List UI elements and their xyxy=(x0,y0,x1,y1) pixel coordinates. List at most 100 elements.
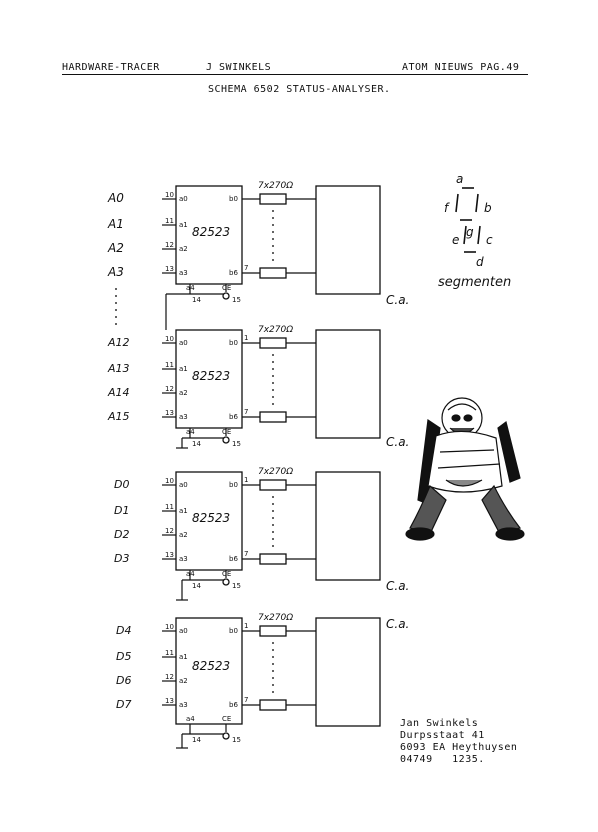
input-label: D2 xyxy=(114,528,129,541)
header-right: ATOM NIEUWS PAG.49 xyxy=(402,62,520,73)
header-author: J SWINKELS xyxy=(206,62,272,73)
svg-text:11: 11 xyxy=(165,503,174,511)
svg-text:11: 11 xyxy=(165,361,174,369)
svg-text:a0: a0 xyxy=(179,339,188,347)
chip-label: 82523 xyxy=(192,511,230,525)
input-label: A0 xyxy=(107,191,124,205)
svg-text:a0: a0 xyxy=(179,627,188,635)
svg-text:a4: a4 xyxy=(186,715,195,723)
svg-text:1: 1 xyxy=(244,476,248,484)
address-line: 6093 EA Heythuysen xyxy=(400,742,518,753)
input-label: D4 xyxy=(116,624,131,637)
cartoon-figure xyxy=(405,397,525,541)
svg-text:a3: a3 xyxy=(179,413,188,421)
input-label: D0 xyxy=(114,478,129,491)
svg-text:13: 13 xyxy=(165,409,174,417)
header-rule xyxy=(62,74,528,75)
svg-text:7: 7 xyxy=(244,550,248,558)
svg-text:15: 15 xyxy=(232,736,241,744)
decoder-chip xyxy=(175,329,243,429)
resistor xyxy=(259,193,287,205)
svg-text:11: 11 xyxy=(165,217,174,225)
resistor xyxy=(259,699,287,711)
svg-text:b0: b0 xyxy=(229,195,238,203)
decoder-chip xyxy=(175,617,243,725)
svg-text:7: 7 xyxy=(244,408,248,416)
svg-text:a2: a2 xyxy=(179,389,188,397)
svg-text:10: 10 xyxy=(165,623,174,631)
seven-segment-display xyxy=(315,471,381,581)
segment-d-label: d xyxy=(476,255,484,269)
page-title: SCHEMA 6502 STATUS-ANALYSER. xyxy=(208,84,391,95)
svg-text:10: 10 xyxy=(165,191,174,199)
svg-text:15: 15 xyxy=(232,296,241,304)
resistor xyxy=(259,267,287,279)
svg-text:12: 12 xyxy=(165,241,174,249)
svg-text:14: 14 xyxy=(192,440,201,448)
svg-text:7: 7 xyxy=(244,696,248,704)
svg-text:11: 11 xyxy=(165,649,174,657)
svg-text:12: 12 xyxy=(165,385,174,393)
svg-text:a3: a3 xyxy=(179,269,188,277)
output-label: C.a. xyxy=(386,579,409,593)
seven-segment-display xyxy=(315,185,381,295)
header-left: HARDWARE-TRACER xyxy=(62,62,160,73)
segment-c-label: c xyxy=(486,233,493,247)
svg-text:1: 1 xyxy=(244,622,248,630)
input-label: A2 xyxy=(107,241,124,255)
segment-g-label: g xyxy=(466,225,474,239)
resistor xyxy=(259,337,287,349)
svg-text:CE: CE xyxy=(222,570,231,578)
chip-label: 82523 xyxy=(192,659,230,673)
resistor xyxy=(259,479,287,491)
svg-text:b6: b6 xyxy=(229,701,238,709)
svg-text:a1: a1 xyxy=(179,221,188,229)
svg-text:a2: a2 xyxy=(179,531,188,539)
seven-segment-display xyxy=(315,329,381,439)
svg-text:10: 10 xyxy=(165,477,174,485)
svg-text:a1: a1 xyxy=(179,507,188,515)
input-label: A12 xyxy=(107,336,130,349)
resistor xyxy=(259,625,287,637)
author-address: Jan Swinkels Durpsstaat 41 6093 EA Heyth… xyxy=(400,718,517,766)
svg-text:a3: a3 xyxy=(179,701,188,709)
svg-text:a3: a3 xyxy=(179,555,188,563)
svg-text:a2: a2 xyxy=(179,677,188,685)
input-label: D3 xyxy=(114,552,129,565)
svg-text:14: 14 xyxy=(192,296,201,304)
decoder-chip xyxy=(175,185,243,285)
svg-text:7: 7 xyxy=(244,264,248,272)
segment-legend: a b c d e f g segmenten xyxy=(438,172,511,290)
resistor-label: 7x270Ω xyxy=(258,613,293,623)
svg-text:a4: a4 xyxy=(186,428,195,436)
svg-text:a0: a0 xyxy=(179,481,188,489)
segment-e-label: e xyxy=(452,233,459,247)
svg-text:CE: CE xyxy=(222,284,231,292)
output-label: C.a. xyxy=(386,435,409,449)
svg-text:b6: b6 xyxy=(229,555,238,563)
svg-text:15: 15 xyxy=(232,440,241,448)
resistor xyxy=(259,553,287,565)
svg-text:a1: a1 xyxy=(179,653,188,661)
svg-text:a2: a2 xyxy=(179,245,188,253)
segment-caption: segmenten xyxy=(438,275,511,290)
svg-text:a1: a1 xyxy=(179,365,188,373)
svg-text:12: 12 xyxy=(165,527,174,535)
svg-text:a4: a4 xyxy=(186,284,195,292)
svg-text:b0: b0 xyxy=(229,481,238,489)
resistor xyxy=(259,411,287,423)
svg-text:15: 15 xyxy=(232,582,241,590)
chip-label: 82523 xyxy=(192,369,230,383)
svg-text:b0: b0 xyxy=(229,627,238,635)
svg-text:b0: b0 xyxy=(229,339,238,347)
segment-b-label: b xyxy=(484,201,492,215)
input-label: D6 xyxy=(116,674,131,687)
svg-text:14: 14 xyxy=(192,736,201,744)
svg-text:CE: CE xyxy=(222,715,231,723)
input-label: D7 xyxy=(116,698,131,711)
input-label: A14 xyxy=(107,386,130,399)
